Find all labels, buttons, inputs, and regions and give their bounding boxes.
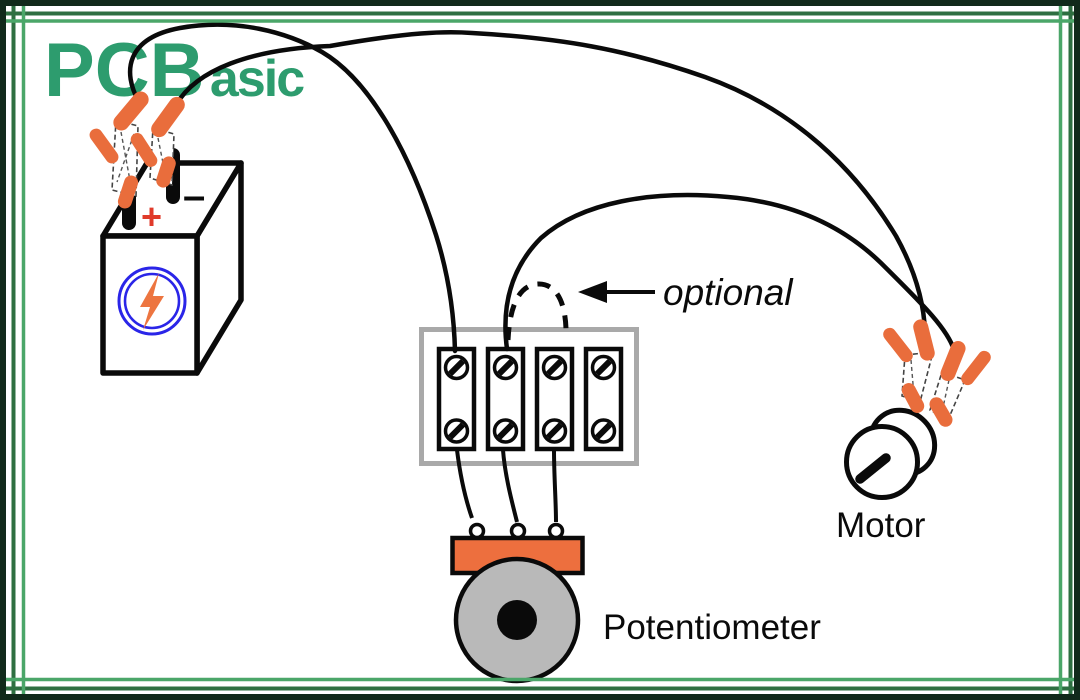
wire-terminal2-to-motor (503, 192, 957, 353)
screw-slot (447, 422, 466, 440)
clip-boot (113, 91, 149, 131)
battery-minus-label: – (183, 174, 205, 218)
clip-tip (901, 383, 925, 413)
pot-lead-wire-3 (552, 449, 558, 523)
screw-slot (594, 422, 613, 440)
logo-asic-text: asic (210, 50, 304, 108)
screw-slot (447, 358, 466, 377)
potentiometer: Potentiometer (450, 449, 821, 684)
clip-lever (961, 350, 991, 386)
clip-boot (151, 96, 185, 138)
optional-label: optional (663, 272, 794, 313)
battery-symbol-inner-ring (123, 272, 181, 330)
clip-boot (940, 340, 966, 382)
terminal-block (419, 327, 639, 466)
clip-spring (941, 379, 950, 413)
alligator-clip-negative (130, 96, 185, 188)
motor-clips (883, 319, 991, 427)
optional-jumper-wire (505, 281, 569, 341)
alligator-clip-motor-2 (929, 340, 991, 427)
screw-slot (545, 422, 564, 440)
clip-tip (117, 175, 139, 209)
lightning-icon (140, 273, 164, 330)
pot-lead-wire-2 (501, 449, 519, 523)
clip-tip (929, 397, 953, 427)
terminal-screws (443, 354, 617, 444)
battery-symbol-outer-ring (117, 266, 187, 336)
potentiometer-label: Potentiometer (603, 608, 821, 647)
clip-boot (913, 319, 935, 361)
battery-plus-label: + (141, 196, 162, 237)
battery-clips (89, 91, 185, 209)
arrow-left-icon (578, 281, 607, 303)
wires (127, 22, 957, 354)
motor-label: Motor (836, 506, 926, 545)
pot-terminal-loop-3 (547, 522, 565, 540)
clip-tip (156, 156, 176, 188)
frame-dark-green-lines (6, 6, 1074, 694)
clip-lever (130, 133, 158, 167)
motor: Motor (836, 407, 938, 545)
frame-light-green-lines (6, 6, 1074, 694)
motor-shaft (855, 453, 891, 484)
clip-lever (89, 128, 119, 164)
clip-spring (116, 133, 135, 183)
pot-terminal-loop-2 (509, 522, 527, 540)
alligator-clip-motor-1 (883, 319, 935, 413)
screw-slot (545, 358, 564, 377)
screw-slot (496, 422, 515, 440)
pot-terminal-loop-1 (468, 522, 486, 540)
pot-shaft-dot (497, 600, 537, 640)
screw-slot (496, 358, 515, 377)
wire-battery-negative-to-motor (173, 29, 928, 335)
optional-jumper-callout: optional (505, 272, 794, 341)
wire-battery-positive-to-terminal1 (127, 22, 458, 354)
clip-lever (883, 327, 913, 363)
screw-slot (594, 358, 613, 377)
pot-lead-wire-1 (455, 449, 474, 519)
